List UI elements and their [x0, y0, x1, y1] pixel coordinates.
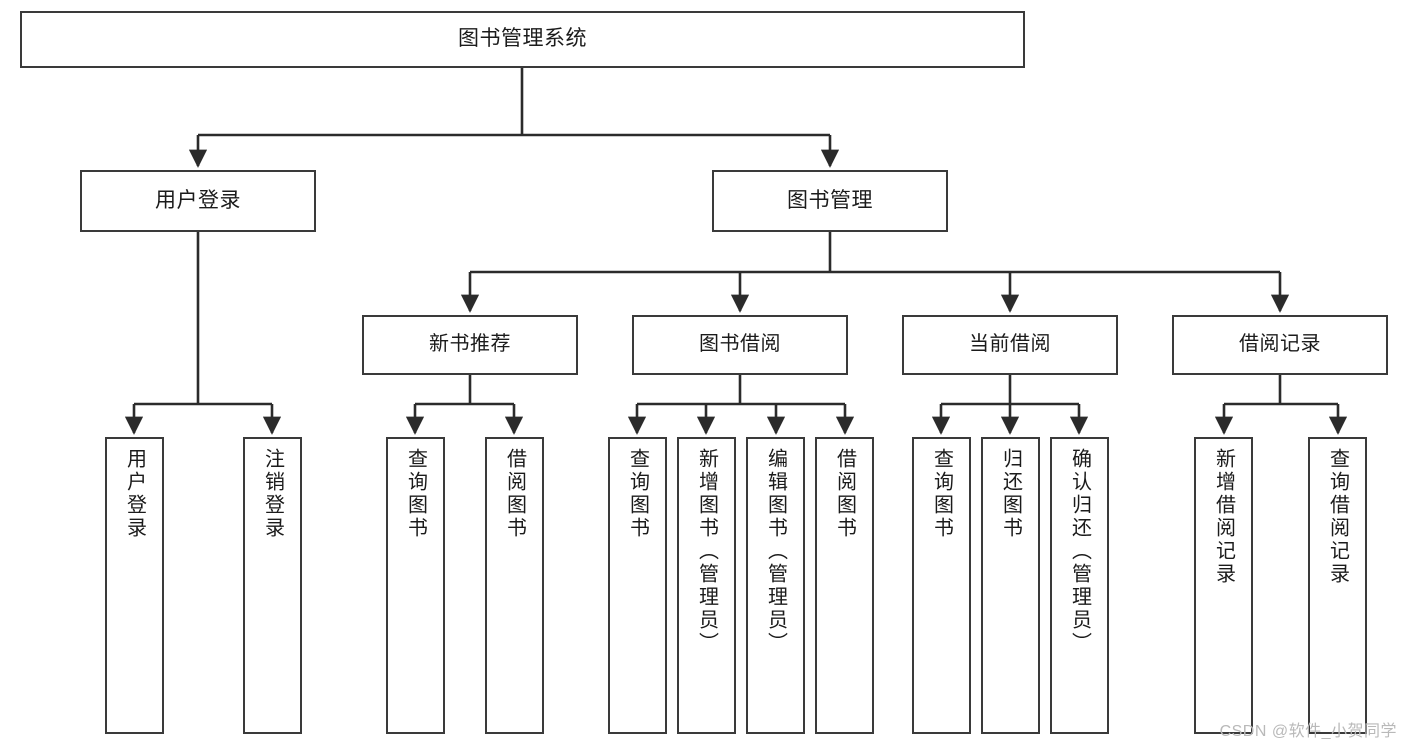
node-user-login[interactable]: 用户登录 [80, 170, 316, 232]
node-book-manage[interactable]: 图书管理 [712, 170, 948, 232]
node-leaf-new-book-borrow[interactable]: 借阅图书 [485, 437, 544, 734]
node-leaf-borrow-record-add[interactable]: 新增借阅记录 [1194, 437, 1253, 734]
node-leaf-book-borrow-edit[interactable]: 编辑图书（管理员） [746, 437, 805, 734]
node-leaf-book-borrow-edit-label: 编辑图书（管理员） [764, 448, 787, 655]
node-borrow-record-label: 借阅记录 [1239, 333, 1321, 356]
node-leaf-borrow-record-add-label: 新增借阅记录 [1212, 448, 1235, 586]
node-leaf-user-login-logout-label: 注销登录 [261, 448, 284, 540]
node-leaf-book-borrow-query-label: 查询图书 [626, 448, 649, 540]
node-current-borrow-label: 当前借阅 [969, 333, 1051, 356]
node-leaf-book-borrow-add-label: 新增图书（管理员） [695, 448, 718, 655]
node-leaf-user-login-login[interactable]: 用户登录 [105, 437, 164, 734]
node-new-book-recommend[interactable]: 新书推荐 [362, 315, 578, 375]
node-book-manage-label: 图书管理 [787, 188, 873, 212]
node-root-system-label: 图书管理系统 [458, 27, 587, 51]
node-borrow-record[interactable]: 借阅记录 [1172, 315, 1388, 375]
node-leaf-book-borrow-add[interactable]: 新增图书（管理员） [677, 437, 736, 734]
node-leaf-current-borrow-return[interactable]: 归还图书 [981, 437, 1040, 734]
node-leaf-borrow-record-query[interactable]: 查询借阅记录 [1308, 437, 1367, 734]
node-leaf-new-book-query-label: 查询图书 [404, 448, 427, 540]
node-leaf-new-book-query[interactable]: 查询图书 [386, 437, 445, 734]
csdn-watermark: CSDN @软件_小贺同学 [1219, 723, 1397, 740]
node-leaf-book-borrow-borrow-label: 借阅图书 [833, 448, 856, 540]
node-book-borrow[interactable]: 图书借阅 [632, 315, 848, 375]
node-leaf-current-borrow-confirm[interactable]: 确认归还（管理员） [1050, 437, 1109, 734]
node-leaf-current-borrow-query-label: 查询图书 [930, 448, 953, 540]
node-leaf-user-login-logout[interactable]: 注销登录 [243, 437, 302, 734]
node-leaf-book-borrow-borrow[interactable]: 借阅图书 [815, 437, 874, 734]
node-leaf-current-borrow-return-label: 归还图书 [999, 448, 1022, 540]
node-book-borrow-label: 图书借阅 [699, 333, 781, 356]
node-current-borrow[interactable]: 当前借阅 [902, 315, 1118, 375]
node-new-book-recommend-label: 新书推荐 [429, 333, 511, 356]
node-root-system[interactable]: 图书管理系统 [20, 11, 1025, 68]
node-leaf-new-book-borrow-label: 借阅图书 [503, 448, 526, 540]
node-leaf-current-borrow-confirm-label: 确认归还（管理员） [1068, 448, 1091, 655]
node-leaf-book-borrow-query[interactable]: 查询图书 [608, 437, 667, 734]
node-user-login-label: 用户登录 [155, 188, 241, 212]
node-leaf-user-login-login-label: 用户登录 [123, 448, 146, 540]
node-leaf-current-borrow-query[interactable]: 查询图书 [912, 437, 971, 734]
node-leaf-borrow-record-query-label: 查询借阅记录 [1326, 448, 1349, 586]
